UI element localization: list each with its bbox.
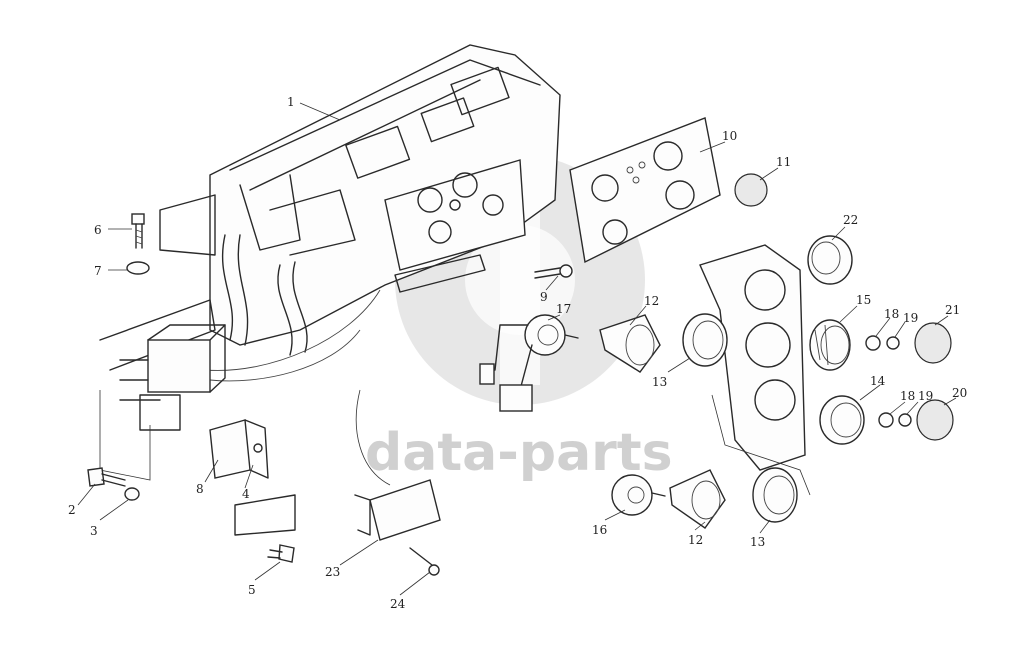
washer-3 xyxy=(124,487,140,501)
callout-20: 20 xyxy=(952,386,967,400)
screw-24 xyxy=(409,547,440,576)
callout-15: 15 xyxy=(856,293,871,307)
bezel-15 xyxy=(809,319,851,371)
watermark-text: data-parts xyxy=(365,423,673,483)
callout-6: 6 xyxy=(94,223,102,237)
housing-12a xyxy=(599,314,661,373)
heater-housing xyxy=(99,44,561,382)
bracket-8 xyxy=(209,419,269,479)
bolt-2 xyxy=(87,467,126,487)
gauge-bezel-panel xyxy=(699,244,811,496)
callout-13-lower: 13 xyxy=(750,535,765,549)
callout-19-lower: 19 xyxy=(918,389,933,403)
watermark-logo-inner xyxy=(465,225,575,335)
callout-8: 8 xyxy=(196,482,204,496)
callout-24: 24 xyxy=(390,597,406,611)
callout-21: 21 xyxy=(945,303,960,317)
callout-7: 7 xyxy=(94,264,102,278)
washer-19b xyxy=(898,413,912,427)
callout-18-lower: 18 xyxy=(900,389,915,403)
callout-9: 9 xyxy=(540,290,548,304)
callout-3: 3 xyxy=(90,524,98,538)
housing-12b xyxy=(669,469,726,529)
callout-10: 10 xyxy=(722,129,737,143)
callout-4: 4 xyxy=(242,487,250,501)
callout-12-lower: 12 xyxy=(688,533,703,547)
bezel-13a xyxy=(682,313,728,367)
callout-labels: 1 2 3 4 5 6 7 8 9 10 11 12 13 14 15 16 1… xyxy=(68,95,967,611)
nut-18a xyxy=(865,335,881,351)
callout-13-upper: 13 xyxy=(652,375,667,389)
callout-1: 1 xyxy=(287,95,295,109)
plate-4 xyxy=(234,494,296,536)
knob-21 xyxy=(914,322,952,364)
callout-18-upper: 18 xyxy=(884,307,899,321)
cap-22 xyxy=(807,235,853,285)
bolt-5 xyxy=(267,544,295,563)
control-panel-10 xyxy=(569,117,721,264)
bezel-14 xyxy=(819,395,865,445)
callout-5: 5 xyxy=(248,583,256,597)
knob-20 xyxy=(916,399,954,441)
callout-17: 17 xyxy=(556,302,571,316)
screw-9 xyxy=(534,264,573,279)
bolt-6 xyxy=(131,213,145,249)
actuator-23 xyxy=(354,389,441,541)
switch-16 xyxy=(611,474,666,516)
callout-19-upper: 19 xyxy=(903,311,918,325)
callout-11: 11 xyxy=(776,155,791,169)
callout-22: 22 xyxy=(843,213,858,227)
callout-23: 23 xyxy=(325,565,340,579)
callout-12-upper: 12 xyxy=(644,294,659,308)
callout-14: 14 xyxy=(870,374,886,388)
callout-16: 16 xyxy=(592,523,607,537)
washer-7 xyxy=(126,261,150,275)
callout-2: 2 xyxy=(68,503,76,517)
switch-17 xyxy=(479,314,579,412)
nut-18b xyxy=(878,412,894,428)
knob-11 xyxy=(734,173,768,207)
leader-lines xyxy=(77,102,957,596)
bezel-13b xyxy=(752,467,798,523)
heater-valve-assembly xyxy=(99,324,226,481)
washer-19a xyxy=(886,336,900,350)
